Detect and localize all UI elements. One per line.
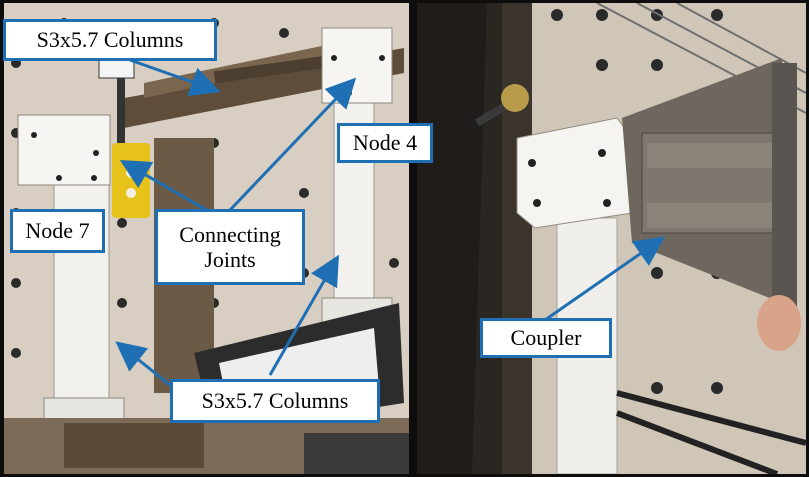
label-bottom-columns: S3x5.7 Columns [170, 379, 380, 423]
connecting-line-1: Connecting [179, 221, 281, 247]
label-coupler: Coupler [480, 318, 612, 358]
label-connecting-joints: Connecting Joints [155, 209, 305, 285]
right-photo-panel [417, 3, 806, 474]
right-photo [417, 3, 806, 474]
label-node-4: Node 4 [337, 123, 433, 163]
panel-divider [409, 0, 417, 477]
label-node-7: Node 7 [10, 209, 105, 253]
label-top-columns: S3x5.7 Columns [3, 19, 217, 61]
connecting-line-2: Joints [204, 247, 256, 272]
